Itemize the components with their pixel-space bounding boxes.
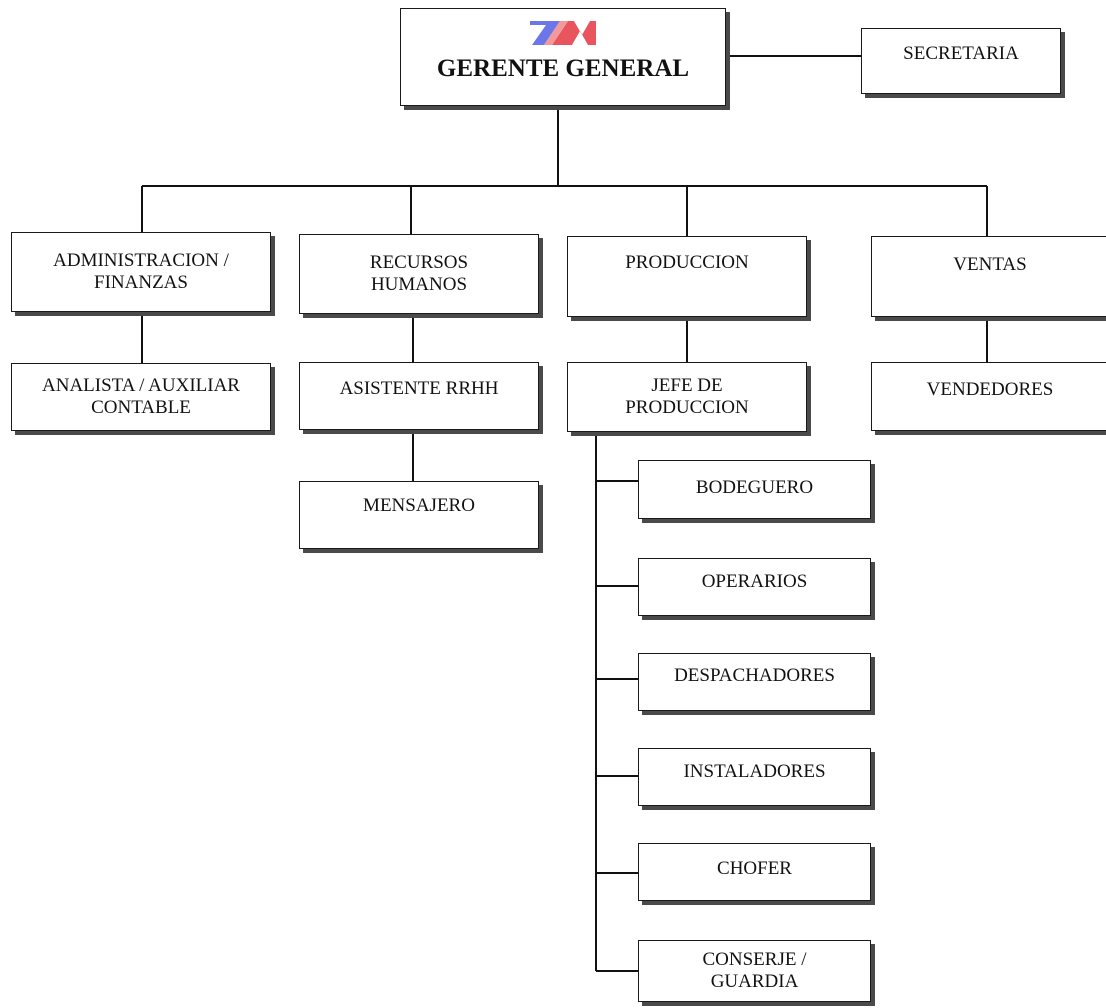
jefe-produccion-label-line1: JEFE DE (651, 375, 723, 396)
despachadores-box: DESPACHADORES (638, 653, 871, 711)
gerente-general-box: GERENTE GENERAL (400, 8, 726, 106)
despachadores-label: DESPACHADORES (674, 665, 835, 686)
conserje-guardia-box: CONSERJE / GUARDIA (638, 940, 871, 1002)
bodeguero-label: BODEGUERO (695, 477, 814, 498)
operarios-box: OPERARIOS (638, 558, 871, 616)
recursos-humanos-box: RECURSOS HUMANOS (299, 234, 539, 314)
operarios-label: OPERARIOS (701, 571, 808, 592)
mensajero-box: MENSAJERO (299, 481, 539, 549)
conserje-label-line1: CONSERJE / (702, 949, 807, 970)
jefe-produccion-label-line2: PRODUCCION (625, 397, 749, 418)
conserje-label-line2: GUARDIA (710, 971, 799, 992)
analista-label-line1: ANALISTA / AUXILIAR (42, 375, 240, 396)
asistente-rrhh-box: ASISTENTE RRHH (299, 362, 539, 430)
recursos-humanos-label-line2: HUMANOS (370, 274, 468, 295)
tm-logo-icon (530, 21, 596, 45)
produccion-box: PRODUCCION (567, 236, 807, 317)
recursos-humanos-label-line1: RECURSOS (369, 252, 469, 273)
produccion-label: PRODUCCION (625, 252, 749, 273)
asistente-rrhh-label: ASISTENTE RRHH (339, 378, 499, 399)
ventas-label: VENTAS (953, 254, 1027, 275)
secretaria-label: SECRETARIA (903, 43, 1019, 64)
instaladores-box: INSTALADORES (638, 748, 871, 806)
vendedores-box: VENDEDORES (871, 362, 1106, 431)
chofer-box: CHOFER (638, 843, 871, 901)
vendedores-label: VENDEDORES (926, 379, 1054, 400)
jefe-produccion-box: JEFE DE PRODUCCION (567, 362, 807, 432)
analista-label-line2: CONTABLE (91, 397, 191, 418)
administracion-finanzas-box: ADMINISTRACION / FINANZAS (11, 232, 271, 312)
administracion-label-line1: ADMINISTRACION / (53, 250, 229, 271)
instaladores-label: INSTALADORES (683, 761, 826, 782)
secretaria-box: SECRETARIA (861, 28, 1061, 94)
mensajero-label: MENSAJERO (363, 495, 475, 516)
chofer-label: CHOFER (717, 858, 792, 879)
bodeguero-box: BODEGUERO (638, 460, 871, 519)
administracion-label-line2: FINANZAS (94, 272, 188, 293)
ventas-box: VENTAS (871, 236, 1106, 317)
gerente-general-label: GERENTE GENERAL (436, 55, 690, 82)
analista-auxiliar-contable-box: ANALISTA / AUXILIAR CONTABLE (11, 363, 271, 431)
